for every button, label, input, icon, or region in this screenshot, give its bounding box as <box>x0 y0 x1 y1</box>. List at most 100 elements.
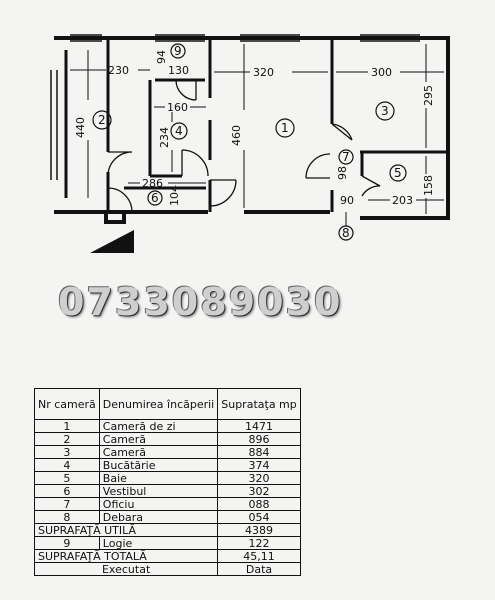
floor-plan: 230 94 130 320 300 440 160 234 460 295 2… <box>50 34 450 253</box>
room-label-1: 1 <box>281 121 289 135</box>
door-entrance <box>107 187 133 213</box>
dim-203: 203 <box>392 194 413 207</box>
row-nr: 8 <box>34 510 100 524</box>
door-logia <box>175 79 197 101</box>
row-area: 320 <box>217 471 301 485</box>
dim-295: 295 <box>422 85 435 106</box>
row-name: Baie <box>98 471 219 485</box>
row-name: Camerã de zi <box>98 419 219 433</box>
dim-94: 94 <box>155 50 168 64</box>
row-area: 374 <box>217 458 301 472</box>
phone-watermark: 0733089030 <box>58 280 343 324</box>
room-label-8: 8 <box>342 226 350 240</box>
room-label-9: 9 <box>174 44 182 58</box>
door-bath <box>361 175 381 197</box>
logie-area: 122 <box>217 536 301 550</box>
suprafata-utila-value: 4389 <box>217 523 301 537</box>
row-nr: 5 <box>34 471 100 485</box>
row-area: 088 <box>217 497 301 511</box>
row-nr: 7 <box>34 497 100 511</box>
rooms-table: Nr camerã Denumirea încãperii Suprataţa … <box>33 388 301 576</box>
row-name: Vestibul <box>98 484 219 498</box>
table-header-row: Nr camerã Denumirea încãperii Suprataţa … <box>34 388 301 420</box>
header-area: Suprataţa mp <box>217 388 301 420</box>
dim-230: 230 <box>108 64 129 77</box>
room-label-2: 2 <box>98 113 106 127</box>
dim-460: 460 <box>230 125 243 146</box>
header-name: Denumirea încãperii <box>98 388 219 420</box>
door-oficiu <box>305 153 331 179</box>
circle-room3 <box>375 101 395 121</box>
circle-room5 <box>389 164 407 182</box>
circle-room7 <box>338 149 354 165</box>
room-label-5: 5 <box>394 166 402 180</box>
door-room2 <box>107 151 133 177</box>
room-label-6: 6 <box>151 191 159 205</box>
dim-158: 158 <box>422 175 435 196</box>
table-row: 5 Baie 320 <box>34 471 301 485</box>
suprafata-utila-row: SUPRAFAŢÃ UTILÃ 4389 <box>33 523 301 537</box>
table-row: 1 Camerã de zi 1471 <box>34 419 301 433</box>
door-room1 <box>209 179 237 207</box>
row-name: Debara <box>98 510 219 524</box>
circle-room1 <box>275 118 295 138</box>
dim-104: 104 <box>168 185 181 206</box>
table-row: 8 Debara 054 <box>34 510 301 524</box>
footer-row: Executat Data <box>33 562 301 576</box>
table-row: 3 Camerã 884 <box>34 445 301 459</box>
table-row: 2 Camerã 896 <box>34 432 301 446</box>
logie-name: Logie <box>98 536 219 550</box>
row-area: 1471 <box>217 419 301 433</box>
dim-286: 286 <box>142 177 163 190</box>
circle-room6 <box>147 190 163 206</box>
row-nr: 4 <box>34 458 100 472</box>
footer-data: Data <box>217 562 301 576</box>
circle-room4 <box>170 122 188 140</box>
logie-row: 9 Logie 122 <box>34 536 301 550</box>
suprafata-totala-label: SUPRAFAŢÃ TOTALÃ <box>33 549 219 563</box>
row-nr: 2 <box>34 432 100 446</box>
window-room3 <box>360 34 420 42</box>
table-row: 6 Vestibul 302 <box>34 484 301 498</box>
suprafata-totala-row: SUPRAFAŢÃ TOTALÃ 45,11 <box>33 549 301 563</box>
dim-160: 160 <box>167 101 188 114</box>
room-label-4: 4 <box>175 124 183 138</box>
dim-440: 440 <box>74 117 87 138</box>
row-name: Camerã <box>98 432 219 446</box>
suprafata-totala-value: 45,11 <box>217 549 301 563</box>
row-name: Camerã <box>98 445 219 459</box>
dim-300: 300 <box>371 66 392 79</box>
table-row: 7 Oficiu 088 <box>34 497 301 511</box>
row-nr: 6 <box>34 484 100 498</box>
row-area: 054 <box>217 510 301 524</box>
dim-98: 98 <box>336 166 349 180</box>
window-room2 <box>70 34 102 42</box>
room-label-7: 7 <box>342 150 350 164</box>
logie-nr: 9 <box>34 536 100 550</box>
row-nr: 3 <box>34 445 100 459</box>
window-left <box>50 70 58 180</box>
door-room3 <box>331 123 353 141</box>
footer-executat: Executat <box>33 562 219 576</box>
entrance-arrow <box>90 230 134 253</box>
window-room1 <box>240 34 300 42</box>
row-name: Oficiu <box>98 497 219 511</box>
room-label-3: 3 <box>381 104 389 118</box>
door-kitchen <box>181 149 209 177</box>
row-nr: 1 <box>34 419 100 433</box>
dim-320: 320 <box>253 66 274 79</box>
row-area: 302 <box>217 484 301 498</box>
row-area: 884 <box>217 445 301 459</box>
dim-90: 90 <box>340 194 354 207</box>
row-name: Bucãtãrie <box>98 458 219 472</box>
circle-room8 <box>338 225 354 241</box>
dim-130: 130 <box>168 64 189 77</box>
window-logia <box>155 34 205 42</box>
suprafata-utila-label: SUPRAFAŢÃ UTILÃ <box>33 523 219 537</box>
circle-room9 <box>170 43 186 59</box>
dim-234: 234 <box>158 127 171 148</box>
row-area: 896 <box>217 432 301 446</box>
header-nr: Nr camerã <box>34 388 100 420</box>
circle-room2 <box>92 110 112 130</box>
table-row: 4 Bucãtãrie 374 <box>34 458 301 472</box>
